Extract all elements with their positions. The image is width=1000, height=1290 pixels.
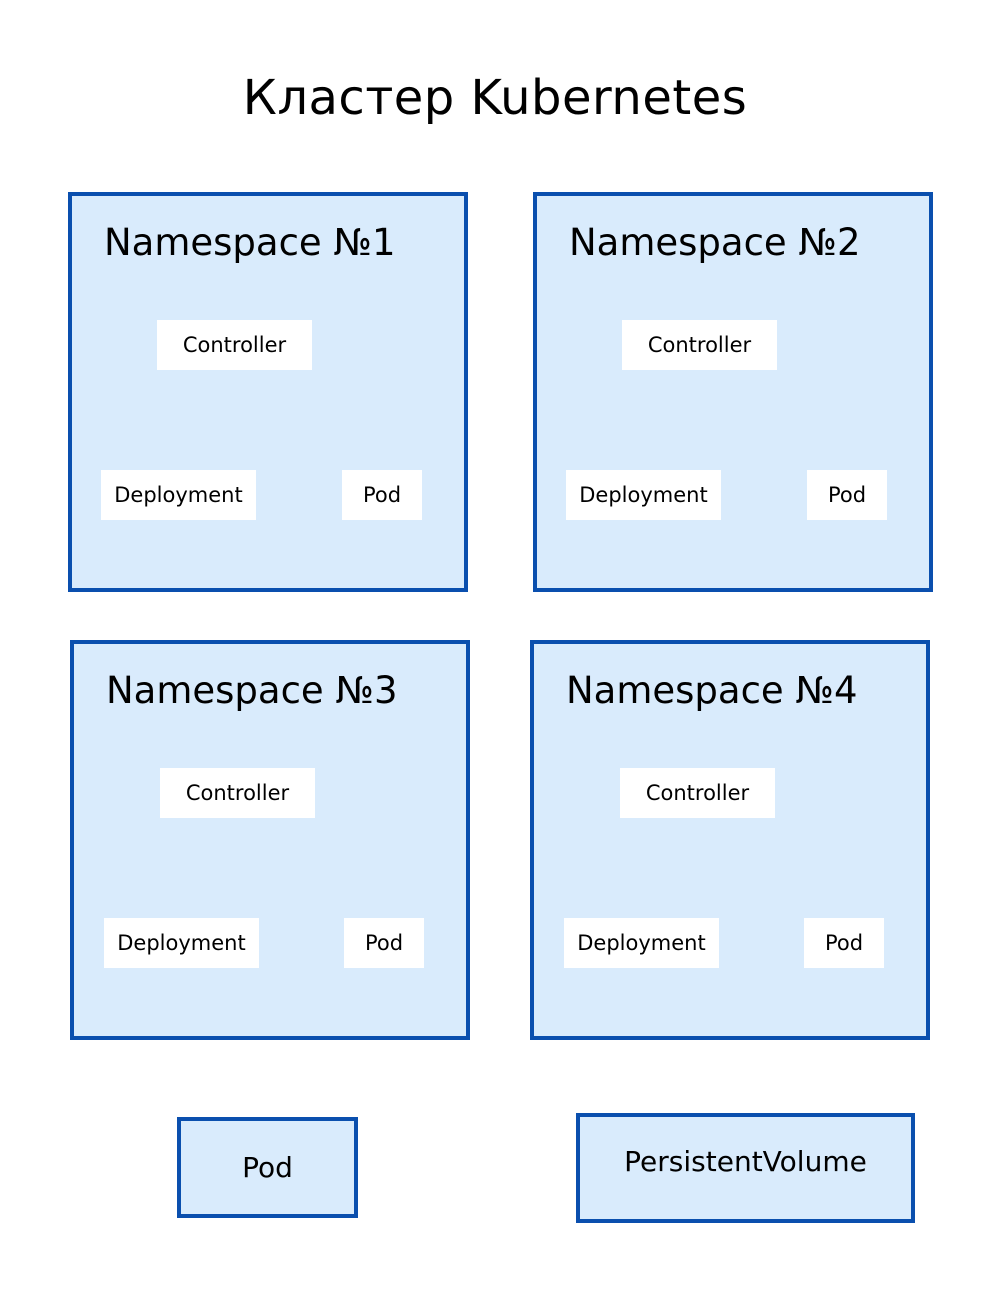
pod-chip: Pod xyxy=(344,918,424,968)
diagram-title: Кластер Kubernetes xyxy=(242,70,748,126)
namespace-title: Namespace №2 xyxy=(569,221,861,264)
namespace-box-4: Namespace №4 Controller Deployment Pod xyxy=(530,640,930,1040)
deployment-chip: Deployment xyxy=(566,470,721,520)
pod-chip: Pod xyxy=(342,470,422,520)
controller-chip: Controller xyxy=(622,320,777,370)
namespace-title: Namespace №4 xyxy=(566,669,858,712)
namespace-title: Namespace №1 xyxy=(104,221,396,264)
persistent-volume-box: PersistentVolume xyxy=(576,1113,915,1223)
deployment-chip: Deployment xyxy=(101,470,256,520)
pod-chip: Pod xyxy=(807,470,887,520)
namespace-box-3: Namespace №3 Controller Deployment Pod xyxy=(70,640,470,1040)
namespace-title: Namespace №3 xyxy=(106,669,398,712)
controller-chip: Controller xyxy=(160,768,315,818)
controller-chip: Controller xyxy=(620,768,775,818)
namespace-box-1: Namespace №1 Controller Deployment Pod xyxy=(68,192,468,592)
namespace-box-2: Namespace №2 Controller Deployment Pod xyxy=(533,192,933,592)
controller-chip: Controller xyxy=(157,320,312,370)
deployment-chip: Deployment xyxy=(564,918,719,968)
standalone-pod-box: Pod xyxy=(177,1117,358,1218)
deployment-chip: Deployment xyxy=(104,918,259,968)
pod-chip: Pod xyxy=(804,918,884,968)
